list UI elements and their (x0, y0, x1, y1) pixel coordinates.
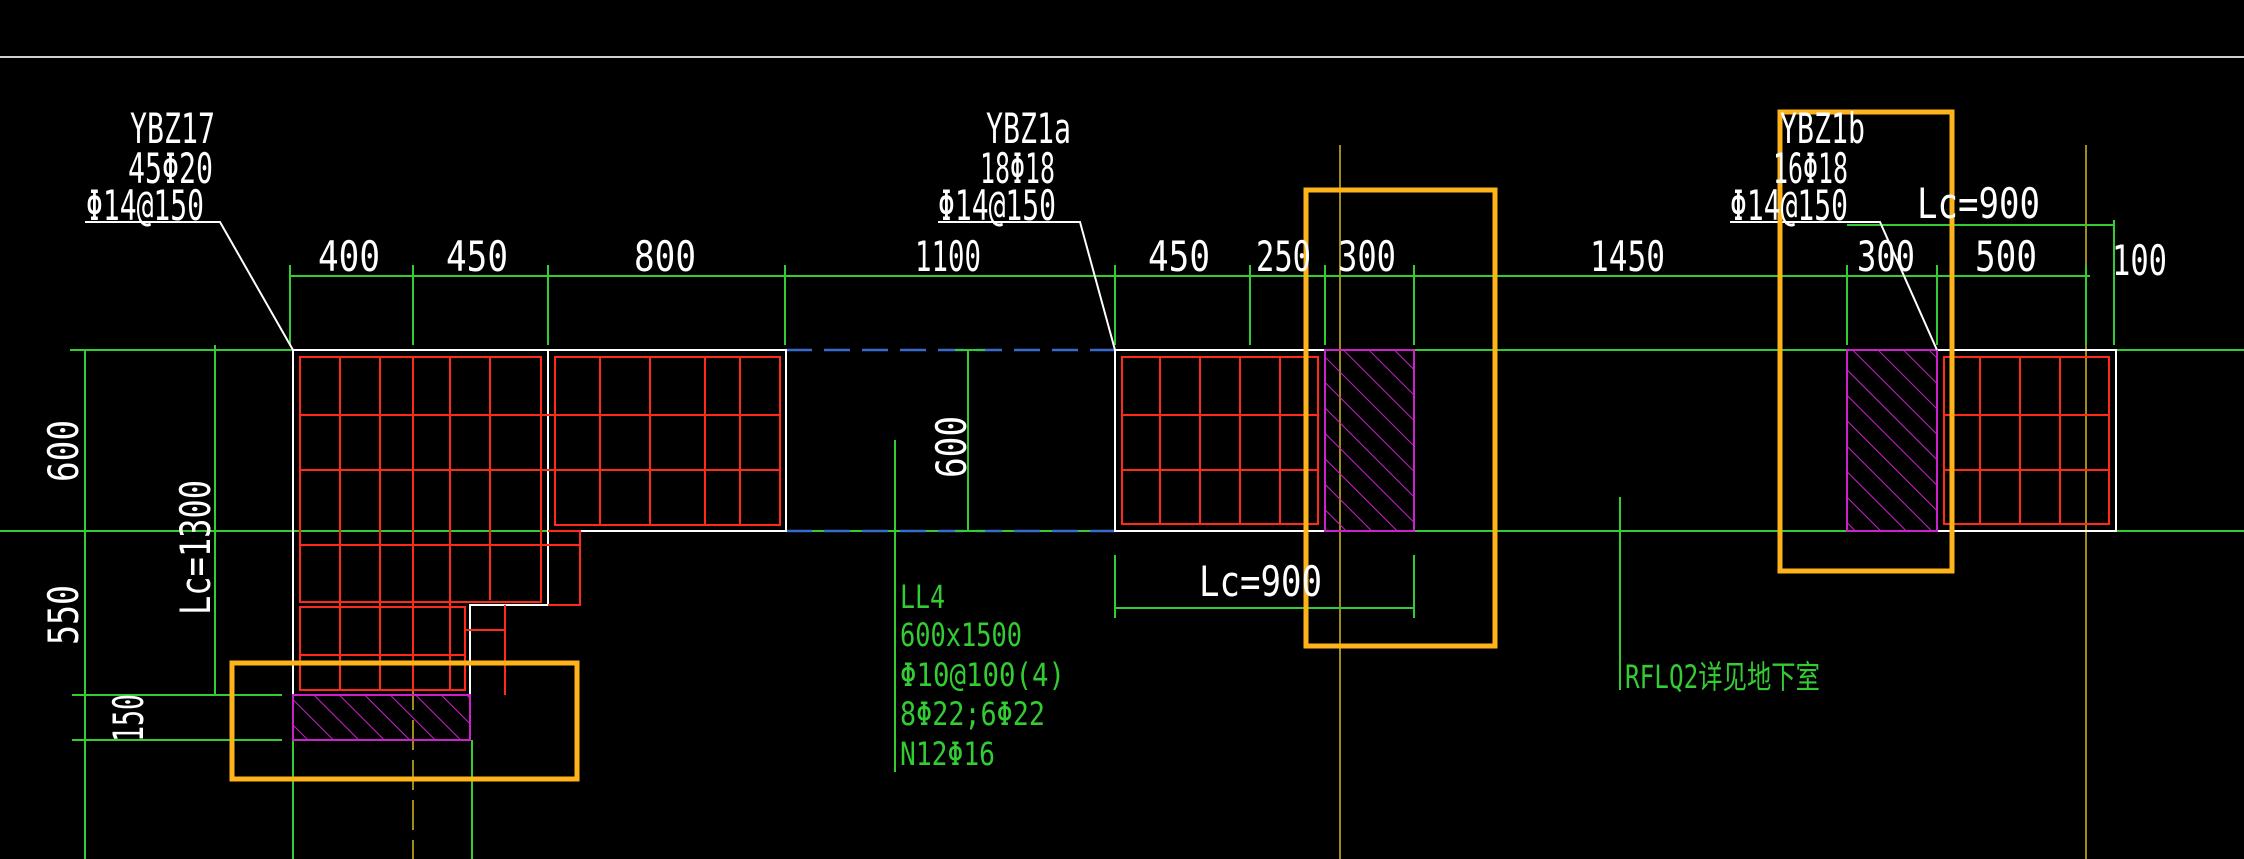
opening-dimension (955, 349, 985, 532)
beam-ll4-stirrup: Φ10@100(4) (900, 656, 1065, 694)
highlight-box-middle (1303, 187, 1498, 649)
lc-middle-label: Lc=900 (1199, 557, 1322, 606)
highlight-box-right (1777, 109, 1955, 574)
left-dimension-lines (200, 345, 280, 696)
ybz17-outline (292, 349, 787, 696)
ybz17-rebar (299, 356, 781, 695)
ybz1a-outline (1114, 349, 1326, 532)
hatch-bottom-left (292, 694, 471, 741)
ybz17-stirrup-label: Φ14@150 (86, 181, 204, 230)
opening-dashed-beam (786, 348, 1115, 533)
lc-right-label: Lc=900 (1917, 179, 2040, 228)
dim-300-right: 300 (1857, 232, 1915, 281)
ybz1b-stirrup-label: Φ14@150 (1730, 181, 1848, 230)
beam-ll4-name: LL4 (900, 578, 945, 616)
ybz1a-name: YBZ1a (986, 104, 1071, 153)
hatch-right (1846, 349, 1938, 532)
beam-ll4-side-bars: N12Φ16 (900, 735, 995, 773)
dim-400: 400 (318, 232, 380, 281)
lc-middle-dimension (1114, 555, 1415, 618)
wall-note: RFLQ2详见地下室 (1625, 658, 1820, 696)
ybz1a-stirrup-label: Φ14@150 (938, 181, 1056, 230)
highlight-box-bottom-left (229, 660, 580, 782)
lc-1300-label: Lc=1300 (171, 480, 220, 615)
dim-250: 250 (1256, 232, 1311, 281)
dim-500: 500 (1975, 232, 2037, 281)
dim-450-left: 450 (446, 232, 508, 281)
ybz1b-rebar-label: 16Φ18 (1773, 144, 1848, 193)
dim-150-left: 150 (104, 694, 153, 742)
dim-300-mid: 300 (1338, 232, 1396, 281)
dim-100: 100 (2112, 236, 2167, 285)
ybz1a-rebar (1121, 356, 1319, 525)
highlight-boxes (229, 109, 1955, 782)
dim-800: 800 (634, 232, 696, 281)
ybz1b-rebar (1943, 356, 2110, 525)
ybz1b-outline (1936, 349, 2117, 532)
dim-550-left: 550 (39, 585, 88, 645)
top-dimension-lines (289, 220, 2115, 345)
ybz1b-name: YBZ1b (1780, 104, 1865, 153)
ybz1a-rebar-label: 18Φ18 (980, 144, 1055, 193)
dim-1450: 1450 (1590, 232, 1665, 281)
hatched-walls (292, 349, 1938, 741)
dim-450-mid: 450 (1148, 232, 1210, 281)
dim-600-left: 600 (39, 420, 88, 482)
hatch-middle (1324, 349, 1415, 532)
ybz17-name: YBZ17 (130, 104, 215, 153)
beam-leaders (894, 440, 1621, 772)
dim-600-opening: 600 (927, 416, 976, 478)
ybz17-rebar-label: 45Φ20 (128, 144, 213, 193)
dim-1100: 1100 (915, 232, 981, 281)
beam-ll4-size: 600x1500 (900, 616, 1022, 654)
beam-ll4-main-bars: 8Φ22;6Φ22 (900, 695, 1045, 733)
